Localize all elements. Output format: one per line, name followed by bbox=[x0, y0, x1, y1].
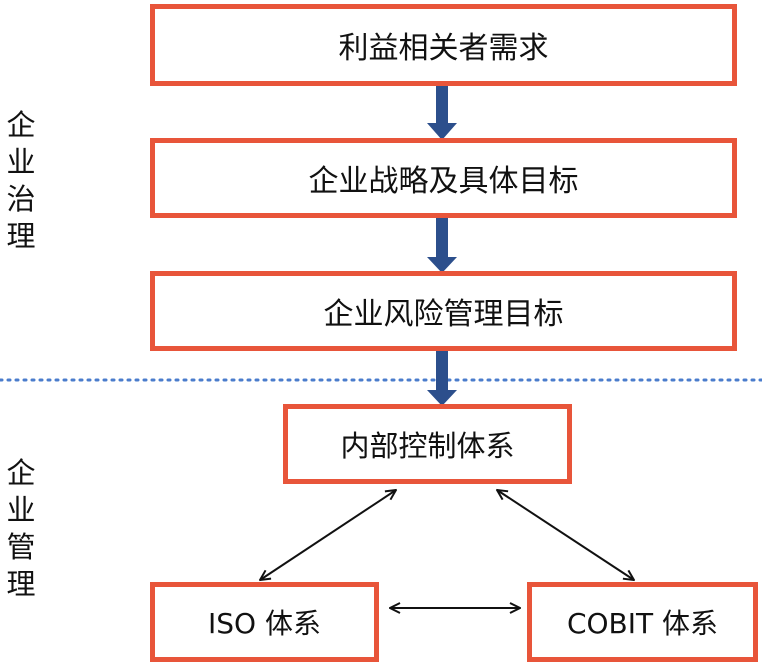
box-label: COBIT 体系 bbox=[566, 607, 719, 640]
box-stakeholder-needs: 利益相关者需求 bbox=[150, 4, 737, 86]
box-label: 企业风险管理目标 bbox=[323, 297, 564, 332]
box-label: 内部控制体系 bbox=[340, 429, 515, 463]
side-label-management: 企业管理 bbox=[6, 456, 36, 601]
box-enterprise-strategy: 企业战略及具体目标 bbox=[150, 138, 737, 218]
box-iso: ISO 体系 bbox=[150, 582, 379, 662]
box-label: 企业战略及具体目标 bbox=[308, 164, 579, 199]
box-cobit: COBIT 体系 bbox=[527, 582, 758, 662]
relation-arrow-control-cobit bbox=[497, 490, 634, 580]
flow-arrow-1 bbox=[427, 86, 457, 140]
flow-arrow-3 bbox=[427, 351, 457, 406]
flow-arrow-2 bbox=[427, 218, 457, 273]
box-label: ISO 体系 bbox=[208, 607, 321, 640]
box-label: 利益相关者需求 bbox=[338, 31, 549, 66]
relation-arrow-control-iso bbox=[260, 490, 396, 580]
box-risk-objectives: 企业风险管理目标 bbox=[150, 271, 737, 351]
side-label-governance: 企业治理 bbox=[6, 108, 36, 253]
box-internal-control: 内部控制体系 bbox=[283, 404, 572, 484]
